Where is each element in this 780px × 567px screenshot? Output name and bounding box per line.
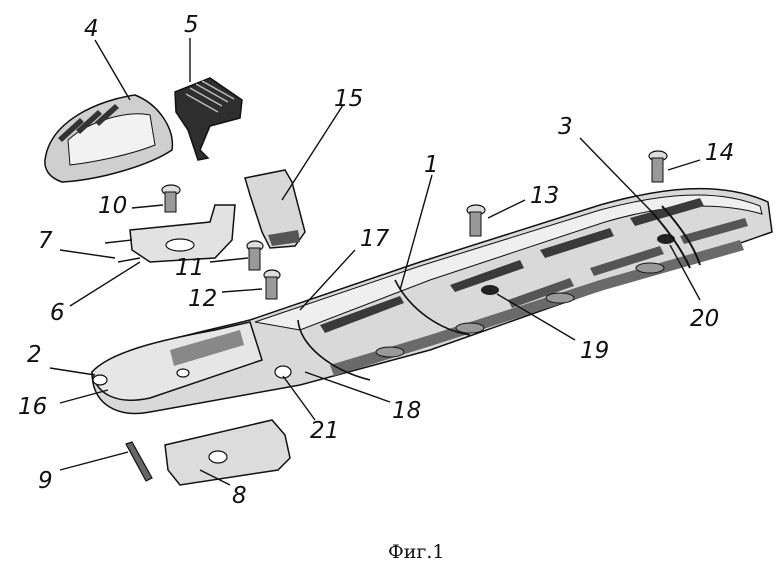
callout-4: 4 [84,16,99,42]
callout-8: 8 [232,483,247,509]
callout-6: 6 [50,300,65,326]
callout-16: 16 [18,394,47,420]
callout-19: 19 [580,338,609,364]
bottom-plate-part [165,420,290,485]
callout-10: 10 [98,193,127,219]
callout-1: 1 [424,152,439,178]
callout-3: 3 [558,114,573,140]
screw-12 [264,270,280,299]
callout-20: 20 [690,306,719,332]
callout-21: 21 [310,418,339,444]
callout-17: 17 [360,226,390,252]
figure-caption: Фиг.1 [388,541,445,563]
screw-13 [467,205,485,236]
callout-13: 13 [530,183,559,209]
callout-5: 5 [184,12,199,38]
callout-2: 2 [27,342,42,368]
ribbed-block-part [175,78,242,160]
clip-part [245,170,305,248]
callout-15: 15 [334,86,363,112]
callout-12: 12 [188,286,217,312]
screw-14 [649,151,667,182]
screw-10 [162,185,180,212]
callout-9: 9 [38,468,53,494]
pin-part [126,442,152,481]
callout-7: 7 [38,228,53,254]
callout-11: 11 [175,255,204,281]
callout-14: 14 [705,140,734,166]
screw-11 [247,241,263,270]
callout-18: 18 [392,398,421,424]
front-cover-part [45,95,172,182]
